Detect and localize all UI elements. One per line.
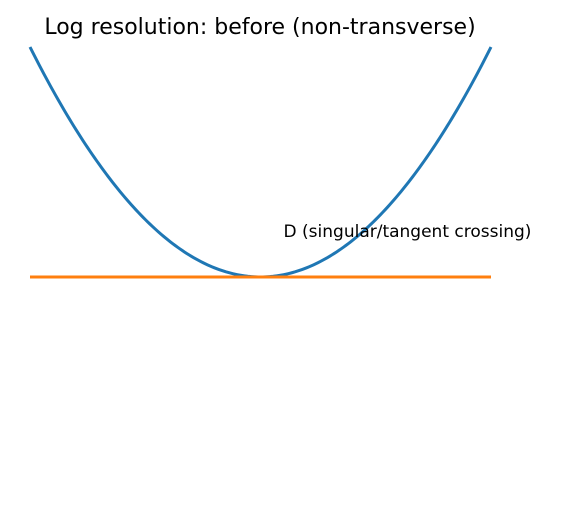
plot-area	[28, 46, 493, 279]
parabola-curve	[28, 46, 493, 279]
divisor-annotation: D (singular/tangent crossing)	[284, 222, 532, 242]
chart-title: Log resolution: before (non-transverse)	[44, 15, 475, 40]
